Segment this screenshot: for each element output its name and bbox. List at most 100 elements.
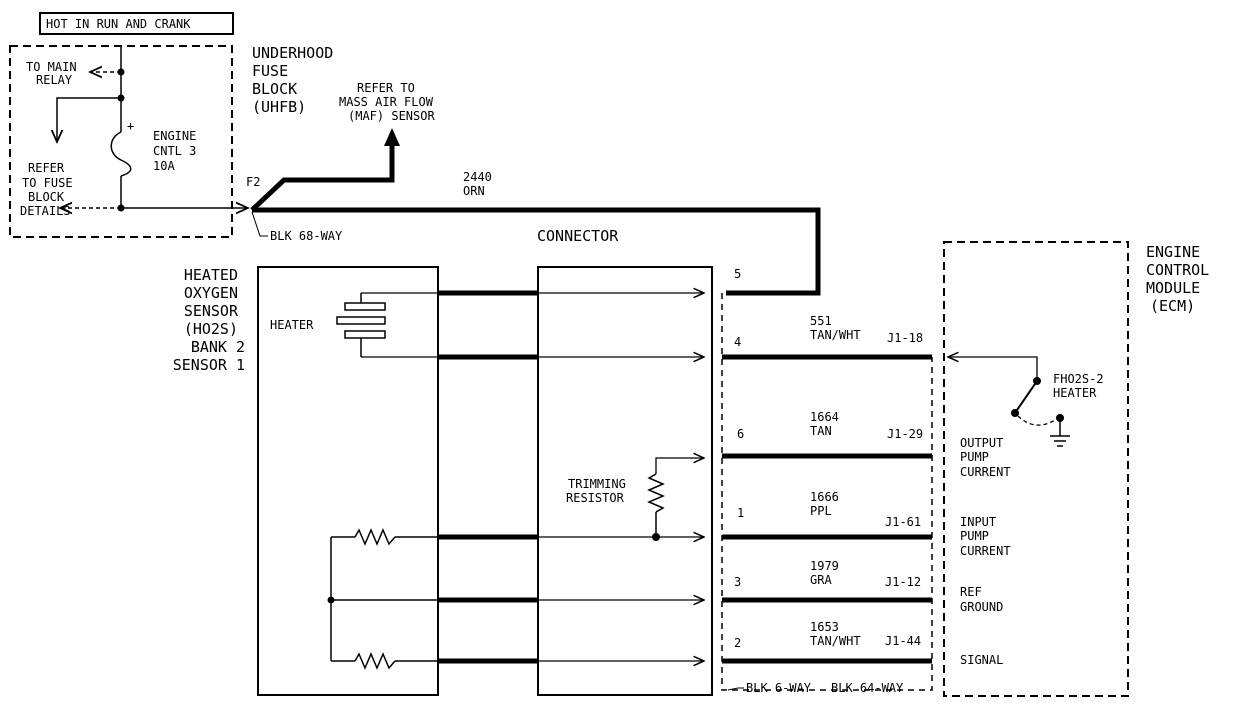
refer-fuse-block-label: REFER TO FUSE BLOCK DETAILS — [20, 161, 73, 218]
svg-text:REFER TO: REFER TO — [357, 81, 415, 95]
svg-text:HOT IN RUN AND CRANK: HOT IN RUN AND CRANK — [46, 17, 191, 31]
svg-text:HEATED: HEATED — [184, 266, 238, 284]
trimming-resistor-label: TRIMMING RESISTOR — [566, 477, 626, 505]
svg-text:RESISTOR: RESISTOR — [566, 491, 625, 505]
svg-text:1979: 1979 — [810, 559, 839, 573]
pin-row: 1 1666 PPL J1-61 — [722, 490, 932, 540]
svg-text:(MAF) SENSOR: (MAF) SENSOR — [348, 109, 435, 123]
svg-text:2440: 2440 — [463, 170, 492, 184]
svg-text:CNTL 3: CNTL 3 — [153, 144, 196, 158]
ecm-output-pump-label: OUTPUT PUMP CURRENT — [960, 436, 1011, 479]
svg-text:ENGINE: ENGINE — [1146, 243, 1200, 261]
svg-text:ENGINE: ENGINE — [153, 129, 196, 143]
fuse-terminal-f2: F2 — [246, 175, 260, 189]
feed-wire-2440 — [252, 207, 821, 296]
svg-text:2: 2 — [734, 636, 741, 650]
sensor-cell-resistors — [327, 528, 705, 670]
svg-text:J1-18: J1-18 — [887, 331, 923, 345]
svg-text:BLK 68-WAY: BLK 68-WAY — [270, 229, 343, 243]
svg-text:PUMP: PUMP — [960, 450, 989, 464]
maf-branch-wire — [250, 128, 400, 212]
pin-row: 3 1979 GRA J1-12 — [722, 559, 932, 603]
svg-text:TO MAIN: TO MAIN — [26, 60, 77, 74]
svg-text:1666: 1666 — [810, 490, 839, 504]
ecm-boundary — [943, 241, 1129, 697]
connector-body — [537, 266, 713, 696]
trimming-resistor — [647, 458, 704, 541]
svg-text:J1-61: J1-61 — [885, 515, 921, 529]
svg-text:PPL: PPL — [810, 504, 832, 518]
svg-text:DETAILS: DETAILS — [20, 204, 71, 218]
svg-text:(HO2S): (HO2S) — [184, 320, 238, 338]
svg-text:CURRENT: CURRENT — [960, 465, 1011, 479]
svg-text:ORN: ORN — [463, 184, 485, 198]
svg-text:1: 1 — [737, 506, 744, 520]
svg-text:TAN/WHT: TAN/WHT — [810, 328, 861, 342]
ecm-title: ENGINE CONTROL MODULE (ECM) — [1146, 243, 1209, 315]
svg-text:J1-29: J1-29 — [887, 427, 923, 441]
svg-text:MASS AIR FLOW: MASS AIR FLOW — [339, 95, 434, 109]
svg-text:BLK 6-WAY: BLK 6-WAY — [746, 681, 812, 695]
to-main-relay-label: TO MAIN RELAY — [26, 60, 77, 87]
svg-text:RELAY: RELAY — [36, 73, 73, 87]
svg-text:HEATER: HEATER — [1053, 386, 1097, 400]
svg-text:(ECM): (ECM) — [1150, 297, 1195, 315]
svg-text:TO FUSE: TO FUSE — [22, 176, 73, 190]
svg-text:J1-44: J1-44 — [885, 634, 921, 648]
svg-text:(UHFB): (UHFB) — [252, 98, 306, 116]
svg-text:TRIMMING: TRIMMING — [568, 477, 626, 491]
sensor-body — [257, 266, 439, 696]
svg-text:J1-12: J1-12 — [885, 575, 921, 589]
svg-text:OXYGEN: OXYGEN — [184, 284, 238, 302]
ecm-heater-driver-label: FHO2S-2 HEATER — [1053, 372, 1104, 400]
blk-68-way-connector: BLK 68-WAY — [251, 211, 343, 243]
svg-text:SENSOR 1: SENSOR 1 — [173, 356, 245, 374]
pin-row: 6 1664 TAN J1-29 — [722, 410, 932, 459]
fuse-block-internals: + — [57, 46, 248, 212]
svg-text:GROUND: GROUND — [960, 600, 1003, 614]
bottom-connector-labels: BLK 6-WAY BLK 64-WAY — [727, 681, 904, 695]
svg-text:CURRENT: CURRENT — [960, 544, 1011, 558]
svg-text:BLK 64-WAY: BLK 64-WAY — [831, 681, 904, 695]
pin-5-label: 5 — [734, 267, 741, 281]
svg-text:6: 6 — [737, 427, 744, 441]
svg-text:UNDERHOOD: UNDERHOOD — [252, 44, 333, 62]
maf-reference-label: REFER TO MASS AIR FLOW (MAF) SENSOR — [339, 81, 435, 123]
svg-text:TAN/WHT: TAN/WHT — [810, 634, 861, 648]
connector-title: CONNECTOR — [537, 227, 619, 245]
svg-text:TAN: TAN — [810, 424, 832, 438]
svg-text:3: 3 — [734, 575, 741, 589]
ecm-signal-label: SIGNAL — [960, 653, 1003, 667]
sensor-title: HEATED OXYGEN SENSOR (HO2S) BANK 2 SENSO… — [173, 266, 245, 374]
svg-text:REFER: REFER — [28, 161, 65, 175]
svg-text:4: 4 — [734, 335, 741, 349]
fuse-block-title: UNDERHOOD FUSE BLOCK (UHFB) — [252, 44, 333, 116]
svg-text:CONTROL: CONTROL — [1146, 261, 1209, 279]
svg-text:MODULE: MODULE — [1146, 279, 1200, 297]
svg-text:551: 551 — [810, 314, 832, 328]
fuse-name-label: ENGINE CNTL 3 10A — [153, 129, 196, 173]
ecm-heater-driver — [948, 357, 1070, 447]
ecm-ref-ground-label: REF GROUND — [960, 585, 1003, 614]
svg-text:PUMP: PUMP — [960, 529, 989, 543]
svg-text:FHO2S-2: FHO2S-2 — [1053, 372, 1104, 386]
svg-text:FUSE: FUSE — [252, 62, 288, 80]
heater-label: HEATER — [270, 318, 314, 332]
svg-text:REF: REF — [960, 585, 982, 599]
harness-outline — [721, 293, 933, 691]
svg-text:BANK 2: BANK 2 — [191, 338, 245, 356]
svg-text:INPUT: INPUT — [960, 515, 996, 529]
svg-text:1664: 1664 — [810, 410, 839, 424]
feed-wire-label: 2440 ORN — [463, 170, 492, 198]
svg-text:GRA: GRA — [810, 573, 832, 587]
svg-text:1653: 1653 — [810, 620, 839, 634]
heater-element — [336, 293, 704, 357]
svg-text:10A: 10A — [153, 159, 175, 173]
svg-text:BLOCK: BLOCK — [28, 190, 65, 204]
svg-text:OUTPUT: OUTPUT — [960, 436, 1003, 450]
pin-row: 4 551 TAN/WHT J1-18 — [722, 314, 932, 360]
svg-text:+: + — [127, 119, 134, 133]
hot-in-run-and-crank-label: HOT IN RUN AND CRANK — [39, 12, 234, 35]
svg-text:BLOCK: BLOCK — [252, 80, 297, 98]
